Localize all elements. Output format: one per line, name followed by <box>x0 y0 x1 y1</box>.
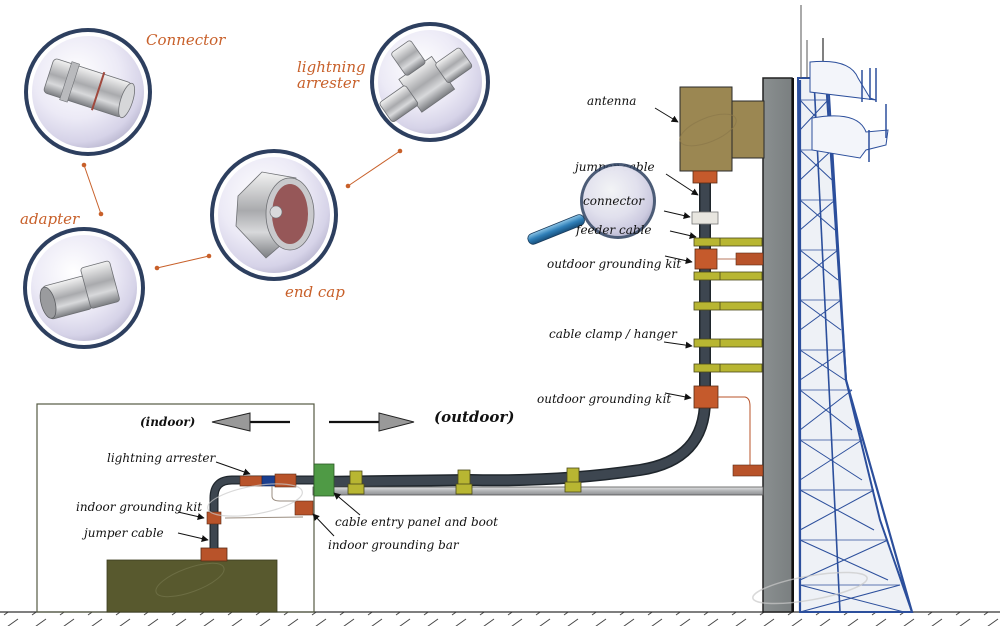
watermark-tower <box>752 571 868 605</box>
cable-clamp-label: cable clamp / hanger <box>549 327 678 341</box>
h-clamp-1 <box>347 470 365 495</box>
feeder-cable-leader <box>669 230 697 239</box>
connector-product-image <box>43 58 136 119</box>
outdoor-grounding-kit-bottom <box>693 385 719 409</box>
endcap-arrester-line <box>347 150 401 187</box>
antenna-leader <box>654 107 679 123</box>
connector-label: Connector <box>146 31 226 49</box>
endcap-bubble <box>210 149 338 281</box>
building-wall <box>762 77 793 613</box>
h-clamp-2 <box>455 469 473 495</box>
endcap-product-image <box>235 171 315 259</box>
arrester-label-line2: arrester <box>297 74 360 92</box>
connector-leader <box>663 210 691 219</box>
watermark-equipment <box>155 562 225 598</box>
cable-entry-panel-leader <box>333 492 361 516</box>
arrester-dot <box>397 148 403 154</box>
arrester-product-image <box>379 40 473 123</box>
lightning-arrester-indoor-label: lightning arrester <box>107 451 217 465</box>
jumper-cable-indoor-label: jumper cable <box>81 526 164 540</box>
cable-entry-panel <box>313 463 335 497</box>
cable-connector <box>691 211 719 225</box>
clamp-2 <box>693 271 763 281</box>
adapter-label: adapter <box>20 210 80 228</box>
connector-magnified-label: connector <box>583 194 645 208</box>
clamp-1 <box>693 237 763 247</box>
indoor-arrester-left <box>239 475 263 487</box>
cable-support-bar <box>312 486 764 496</box>
outdoor-direction-label: (outdoor) <box>434 408 514 426</box>
antenna-unit <box>679 86 765 172</box>
connector-bubble <box>24 28 152 156</box>
lightning-arrester-leader <box>215 461 251 476</box>
adapter-dot-2 <box>154 265 160 271</box>
magnifier-icon <box>527 163 656 245</box>
feeder-cable <box>314 180 711 488</box>
cable-entry-panel-label: cable entry panel and boot <box>335 515 498 529</box>
adapter-bubble <box>23 227 145 349</box>
grounding-bar-top <box>735 252 764 266</box>
arrester-bubble <box>370 22 490 142</box>
adapter-dot <box>98 211 104 217</box>
indoor-grounding-wire <box>224 516 304 519</box>
outdoor-grounding-kit-bottom-leader <box>664 392 692 401</box>
horizontal-clamps <box>347 467 582 495</box>
cable-clamps <box>693 237 763 373</box>
antenna-label: antenna <box>587 94 636 108</box>
watermark-logo <box>679 113 737 147</box>
lattice-tower <box>796 5 914 613</box>
indoor-grounding-bar-leader <box>312 513 335 537</box>
antenna-jumper-connector <box>692 170 718 184</box>
adapter-endcap-line <box>156 255 210 269</box>
outdoor-grounding-kit-bottom-label: outdoor grounding kit <box>537 392 671 406</box>
outdoor-grounding-kit-top <box>694 248 718 270</box>
adapter-product-image <box>39 260 120 320</box>
cable-clamp-leader <box>663 341 693 349</box>
h-clamp-3 <box>564 467 582 493</box>
indoor-grounding-kit-label: indoor grounding kit <box>76 500 202 514</box>
watermark-indoor <box>207 483 303 517</box>
outdoor-arrow <box>329 412 415 432</box>
grounding-wire-bottom <box>718 396 751 467</box>
endcap-label: end cap <box>285 283 345 301</box>
outdoor-grounding-bar <box>732 464 764 477</box>
clamp-4 <box>693 338 763 348</box>
outdoor-grounding-kit-top-leader <box>664 255 693 265</box>
connector-dot <box>81 162 87 168</box>
indoor-direction-label: (indoor) <box>140 415 195 429</box>
arrester-ground-wire <box>271 486 295 502</box>
arrester-label-line1: lightning <box>297 58 366 76</box>
indoor-grounding-bar-label: indoor grounding bar <box>328 538 460 552</box>
connector-adapter-line <box>83 164 102 215</box>
clamp-3 <box>693 301 763 311</box>
indoor-grounding-kit-leader <box>177 511 205 520</box>
equipment-connector <box>200 547 228 562</box>
endcap-dot <box>206 253 212 259</box>
indoor-equipment <box>106 559 278 613</box>
feeder-cable-label: feeder cable <box>575 223 651 237</box>
clamp-5 <box>693 363 763 373</box>
indoor-jumper-cable <box>210 476 315 548</box>
indoor-arrow <box>211 412 290 432</box>
jumper-cable-leader <box>665 173 699 196</box>
ground-hatch <box>0 612 1000 626</box>
indoor-grounding-bar <box>294 500 314 516</box>
endcap-dot-2 <box>345 183 351 189</box>
product-connector-lines <box>81 148 403 271</box>
outdoor-grounding-kit-top-label: outdoor grounding kit <box>547 257 681 271</box>
jumper-cable-indoor-leader <box>177 532 209 542</box>
